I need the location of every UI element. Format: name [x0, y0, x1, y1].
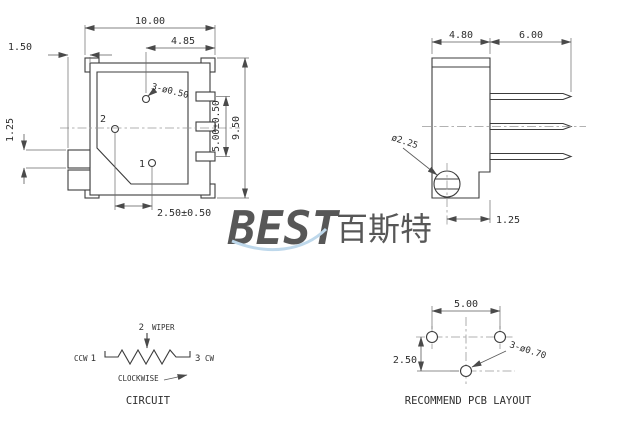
dim-tab-width-label: 1.50: [8, 42, 32, 53]
front-pin-1: [195, 151, 216, 162]
dim-tab-height: 1.25: [5, 118, 66, 184]
dim-hole-pitch-y: 2.50: [393, 336, 459, 372]
clockwise-direction-arrow: [163, 374, 188, 381]
dim-pin-span-label: 5.00±0.50: [211, 100, 222, 152]
dim-overall-width: 10.00: [84, 16, 216, 55]
dim-overall-height: 9.50: [217, 57, 249, 199]
side-view: 4.80 6.00 ø2.25 1.25: [390, 30, 586, 226]
watermark-latin-text: BEST: [227, 201, 340, 255]
pcb-hole-callout: 3-ø0.70: [471, 340, 547, 368]
circuit-pin2-label: 2: [139, 323, 144, 333]
circuit-ccw-label: CCW: [74, 354, 88, 363]
dim-hole-pitch-x: 5.00: [431, 299, 501, 329]
pcb-hole-bottom: [459, 364, 473, 378]
circuit-wiper-label: WIPER: [152, 323, 175, 332]
dim-body-width-label: 4.80: [449, 30, 473, 41]
dim-edge-offset: 1.25: [446, 200, 520, 226]
front-left-tab-lower: [67, 169, 91, 191]
dim-pin-top-offset-label: 4.85: [171, 36, 195, 47]
front-pin2-label: 2: [100, 114, 106, 125]
front-hole-2: [110, 124, 120, 134]
circuit-cw-label: CW: [205, 354, 215, 363]
watermark-swoosh: [231, 227, 328, 252]
dim-overall-height-label: 9.50: [231, 116, 242, 140]
dim-pin-offset: 2.50±0.50: [114, 133, 211, 219]
dim-hole-pitch-y-label: 2.50: [393, 355, 417, 366]
dim-overall-width-label: 10.00: [135, 16, 165, 27]
dim-pin-offset-label: 2.50±0.50: [157, 208, 211, 219]
pcb-hole-left: [425, 330, 439, 344]
front-hole-1: [147, 158, 157, 168]
dim-edge-offset-label: 1.25: [496, 215, 520, 226]
side-pin-3: [489, 92, 573, 101]
circuit-clockwise-label: CLOCKWISE: [118, 374, 159, 383]
pcb-layout: 5.00 2.50 3-ø0.70 RECOMMEND PCB LAYOUT: [393, 299, 547, 407]
dim-pin-length: 6.00: [489, 30, 572, 92]
dim-pin-length-label: 6.00: [519, 30, 543, 41]
watermark-cjk-text: 百斯特: [336, 210, 432, 248]
pcb-hole-callout-label: 3-ø0.70: [508, 340, 547, 361]
side-screw-callout-label: ø2.25: [390, 133, 419, 151]
watermark: BEST 百斯特: [227, 201, 432, 255]
side-screw-callout: ø2.25: [390, 133, 438, 176]
front-pin-3: [195, 91, 216, 102]
circuit-pin1-label: 1: [91, 354, 96, 364]
dim-pin-top-offset: 4.85: [145, 36, 216, 93]
circuit-caption: CIRCUIT: [126, 395, 171, 407]
circuit-pin3-label: 3: [195, 354, 200, 364]
dim-body-width: 4.80: [431, 30, 491, 54]
dim-pin-span: 5.00±0.50: [211, 96, 230, 157]
pcb-hole-right: [493, 330, 507, 344]
resistor-symbol: [104, 348, 191, 366]
front-pin-2: [195, 121, 216, 132]
circuit-diagram: 2 WIPER CCW 1 3 CW CLOCKWISE CIRCUIT: [74, 323, 215, 407]
front-view: 10.00 4.85 1.50 9.50 5.00±0.: [5, 16, 249, 219]
front-pin1-label: 1: [139, 159, 145, 170]
front-hole-3: [141, 94, 151, 104]
side-pin-1: [489, 152, 573, 161]
dim-tab-width: 1.50: [8, 42, 112, 148]
pcb-caption: RECOMMEND PCB LAYOUT: [405, 395, 532, 407]
dim-tab-height-label: 1.25: [5, 118, 16, 142]
side-body-outline: [431, 57, 491, 199]
front-left-tab-upper: [67, 149, 91, 169]
dim-hole-pitch-x-label: 5.00: [454, 299, 478, 310]
